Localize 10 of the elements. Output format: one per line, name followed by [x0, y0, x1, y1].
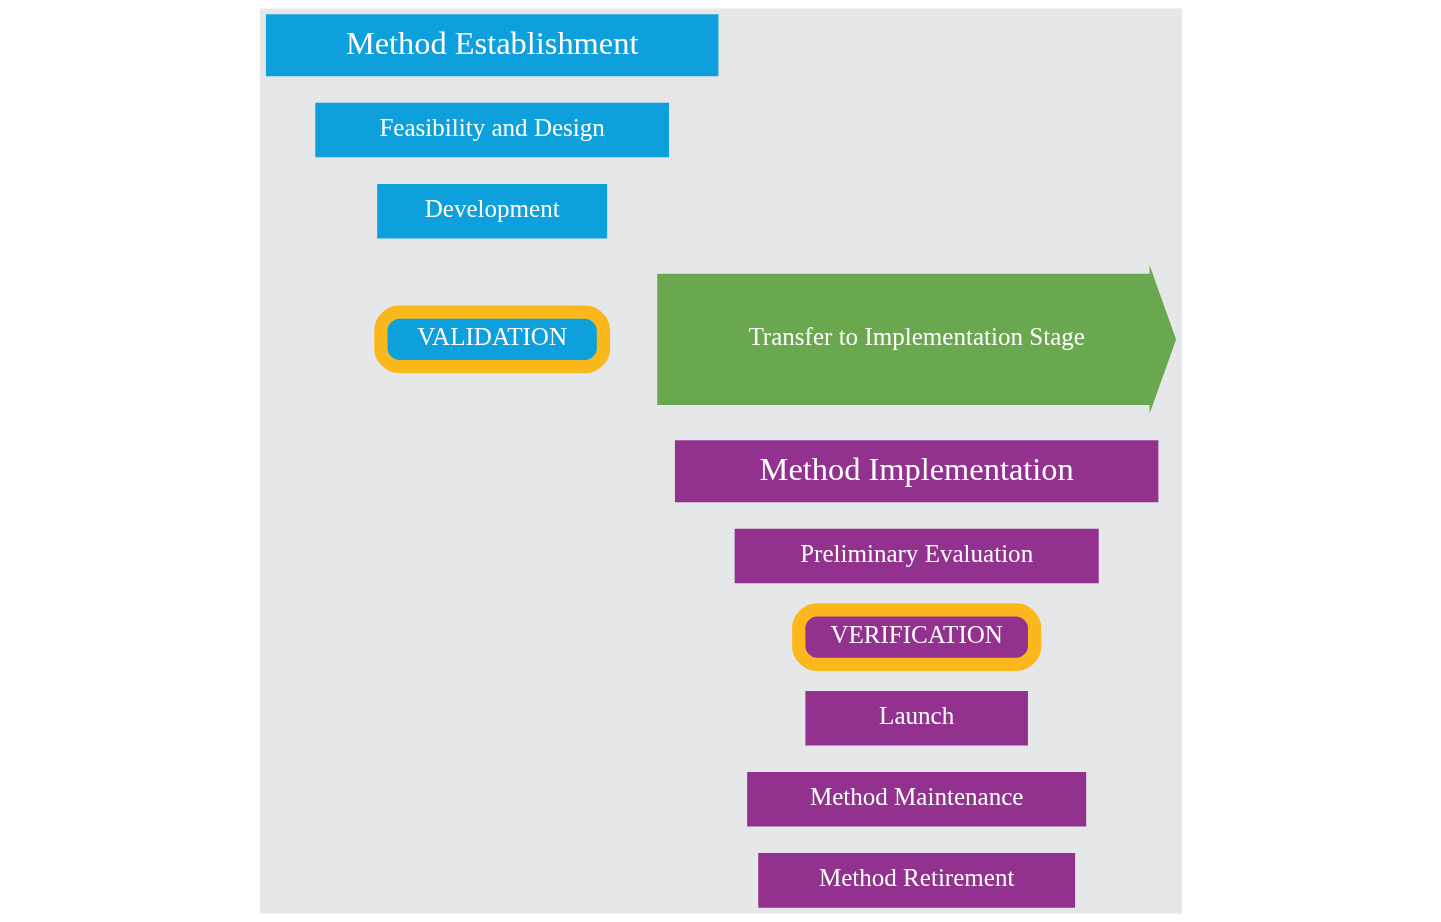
node-box: Method Establishment	[265, 14, 718, 77]
node-box: Preliminary Evaluation	[734, 528, 1099, 584]
node-box: Method Retirement	[757, 853, 1075, 908]
node-box: Launch	[804, 690, 1028, 746]
node-box: Method Implementation	[674, 440, 1158, 503]
node-box: VALIDATION	[373, 305, 610, 374]
node-box: VERIFICATION	[791, 603, 1041, 672]
node-box: Method Maintenance	[746, 772, 1086, 827]
node-box: Development	[376, 183, 607, 239]
node-box: Feasibility and Design	[314, 102, 669, 158]
